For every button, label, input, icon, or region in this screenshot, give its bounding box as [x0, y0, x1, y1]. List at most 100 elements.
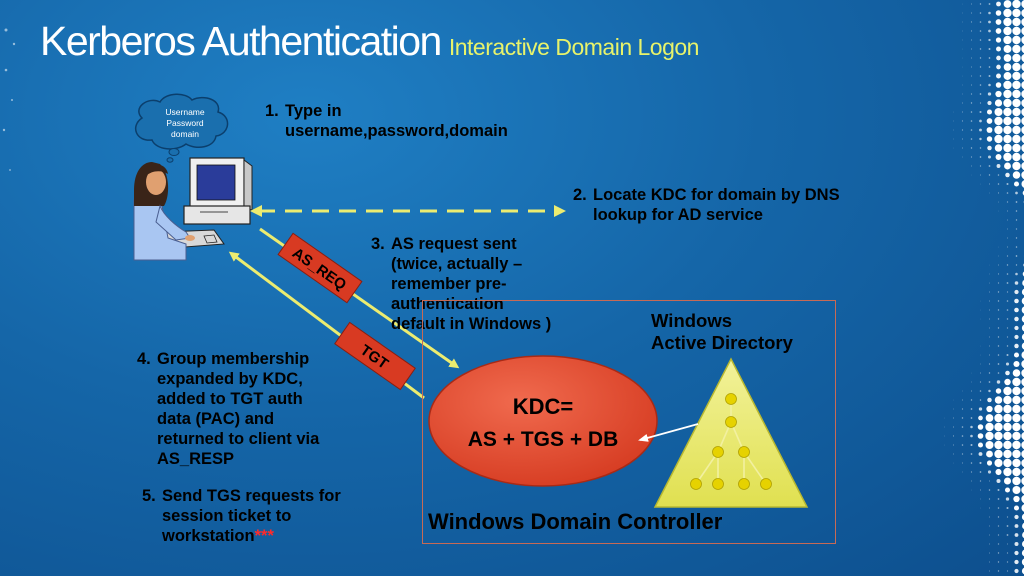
- halftone-dot: [978, 407, 983, 411]
- halftone-dot: [978, 415, 983, 421]
- step-2: 2. Locate KDC for domain by DNS lookup f…: [573, 185, 873, 225]
- halftone-dot: [962, 84, 963, 86]
- halftone-dot: [988, 372, 991, 374]
- halftone-dot: [1021, 162, 1024, 170]
- ad-label-line1: Windows: [651, 310, 733, 331]
- halftone-dot: [1006, 552, 1009, 554]
- halftone-dot: [987, 100, 992, 106]
- halftone-dot: [994, 107, 1003, 117]
- halftone-dot: [953, 408, 954, 410]
- halftone-dot: [994, 458, 1003, 468]
- halftone-dot: [1006, 570, 1009, 572]
- halftone-dot: [988, 11, 991, 15]
- halftone-dot: [989, 273, 990, 275]
- halftone-dot: [989, 561, 990, 563]
- halftone-dot: [1012, 80, 1021, 90]
- halftone-dot: [988, 389, 991, 393]
- halftone-dot: [985, 440, 994, 450]
- halftone-dot: [980, 183, 981, 185]
- halftone-dot: [996, 164, 1001, 168]
- halftone-dot: [961, 408, 964, 410]
- halftone-dot: [980, 174, 981, 176]
- halftone-dot: [1021, 558, 1024, 566]
- halftone-dot: [961, 444, 964, 446]
- halftone-dot: [997, 183, 1000, 185]
- halftone-dot: [952, 435, 955, 437]
- halftone-dot: [997, 488, 1000, 492]
- halftone-dot: [1003, 152, 1012, 162]
- halftone-dot: [1021, 315, 1024, 323]
- halftone-dot: [1021, 180, 1024, 188]
- halftone-dot: [1003, 89, 1012, 99]
- halftone-dot: [997, 561, 1000, 563]
- title-main: Kerberos Authentication: [40, 18, 442, 64]
- halftone-dot: [986, 405, 993, 413]
- halftone-dot: [1003, 26, 1012, 36]
- halftone-dot: [1003, 422, 1012, 432]
- halftone-dot: [970, 21, 973, 23]
- halftone-dot: [1014, 298, 1019, 304]
- halftone-dot: [971, 66, 972, 68]
- halftone-dot: [988, 174, 991, 176]
- halftone-dot: [970, 75, 973, 77]
- db-link-arrow: [638, 423, 699, 442]
- halftone-dot: [1021, 306, 1024, 314]
- halftone-dot: [989, 192, 990, 194]
- halftone-dot: [962, 48, 963, 50]
- halftone-dot: [962, 399, 963, 401]
- halftone-dot: [962, 12, 963, 14]
- halftone-dot: [1003, 0, 1012, 8]
- step-5-text: Send TGS requests for session ticket to …: [162, 486, 347, 546]
- halftone-dot: [988, 20, 991, 24]
- halftone-dot: [977, 433, 984, 439]
- halftone-dot: [1021, 342, 1024, 350]
- halftone-dot: [970, 156, 973, 158]
- halftone-dot: [1003, 72, 1012, 80]
- halftone-dot: [998, 210, 999, 212]
- halftone-dot: [977, 424, 984, 430]
- halftone-dot: [986, 109, 993, 115]
- halftone-dot: [1015, 210, 1018, 212]
- halftone-dot: [1021, 99, 1024, 107]
- halftone-dot: [994, 440, 1003, 450]
- halftone-dot: [996, 55, 1001, 61]
- halftone-dot: [997, 273, 1000, 275]
- halftone-dot: [1006, 246, 1009, 248]
- thought-cloud-icon: [134, 93, 229, 163]
- halftone-dot: [986, 118, 993, 124]
- halftone-dot: [979, 165, 982, 167]
- halftone-dot: [1021, 117, 1024, 125]
- halftone-dot: [1006, 182, 1009, 186]
- halftone-dot: [989, 570, 990, 572]
- halftone-dot: [970, 111, 973, 113]
- step-4: 4. Group membership expanded by KDC, add…: [137, 349, 377, 469]
- halftone-dot: [988, 480, 991, 482]
- halftone-dot: [1015, 219, 1018, 221]
- halftone-dot: [1012, 369, 1021, 377]
- halftone-dot: [1021, 81, 1024, 89]
- halftone-dot: [998, 255, 999, 257]
- as-req-label-box: [277, 232, 363, 304]
- halftone-dot: [979, 30, 982, 32]
- halftone-dot: [986, 460, 993, 466]
- halftone-dots-pattern: [944, 0, 1024, 575]
- halftone-dot: [988, 48, 991, 50]
- step-2-number: 2.: [573, 186, 587, 204]
- halftone-dot: [1012, 449, 1021, 459]
- halftone-dot: [988, 75, 991, 77]
- halftone-dot: [994, 125, 1003, 135]
- halftone-dot: [1014, 316, 1019, 322]
- halftone-dot: [1004, 162, 1011, 170]
- halftone-dot: [986, 136, 993, 142]
- halftone-dot: [1021, 144, 1024, 152]
- halftone-dot: [962, 390, 963, 392]
- halftone-dot: [1006, 336, 1009, 338]
- halftone-dot: [1006, 309, 1009, 311]
- step-3: 3. AS request sent (twice, actually – re…: [371, 234, 591, 334]
- halftone-dot: [961, 417, 964, 419]
- halftone-dot: [1012, 476, 1021, 486]
- step-4-number: 4.: [137, 350, 151, 368]
- halftone-dot: [979, 381, 982, 383]
- halftone-dot: [1021, 387, 1024, 395]
- halftone-dot: [1021, 36, 1024, 44]
